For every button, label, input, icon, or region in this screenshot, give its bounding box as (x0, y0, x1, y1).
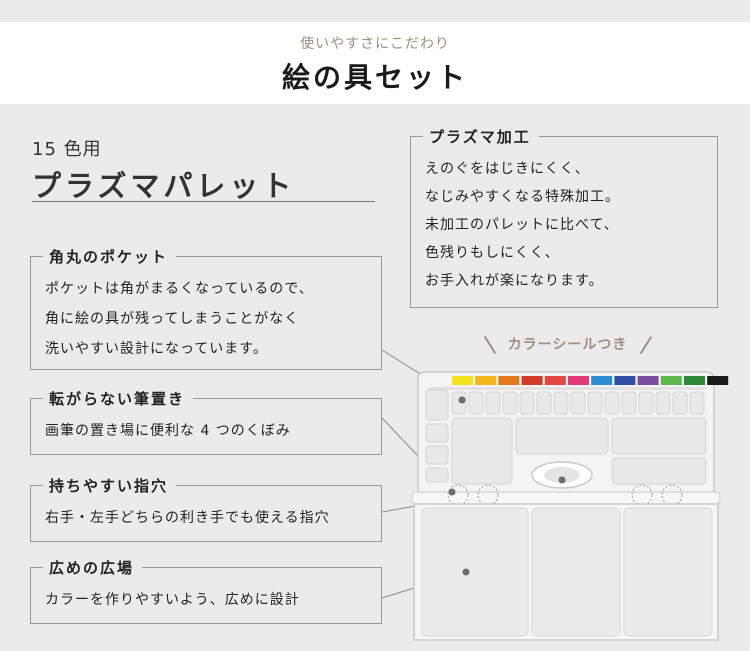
page-title: 絵の具セット (281, 61, 468, 94)
pointer-dot-pocket (458, 396, 466, 404)
color-swatch (475, 376, 497, 385)
palette-lower-half (413, 503, 719, 641)
heading-divider (32, 201, 375, 202)
brush-rest-grooves (447, 484, 683, 506)
pointer-dot-wide-area (462, 568, 470, 576)
color-swatch (591, 376, 613, 385)
color-swatches (452, 376, 729, 385)
feature-wide-area: 広めの広場 カラーを作りやすいよう、広めに設計 (30, 556, 382, 624)
color-swatch (568, 376, 589, 385)
feature-brush-rest-text: 画筆の置き場に便利な 4 つのくぼみ (45, 423, 291, 439)
paint-wells (425, 389, 707, 485)
pointer-dot-grip (558, 476, 566, 484)
feature-pocket-text: ポケットは角がまるくなっているので、 角に絵の具が残ってしまうことがなく 洗いや… (45, 281, 314, 357)
color-swatch (660, 376, 682, 385)
color-swatch (498, 376, 520, 385)
color-swatch (614, 376, 636, 385)
feature-pocket-label: 角丸のポケット (43, 245, 177, 267)
feature-plasma-text: えのぐをはじきにくく、 なじみやすくなる特殊加工。 未加工のパレットに比べて、 … (425, 161, 620, 289)
feature-brush-rest-label: 転がらない筆置き (43, 387, 194, 409)
feature-wide-area-text: カラーを作りやすいよう、広めに設計 (45, 592, 300, 608)
feature-grip: 持ちやすい指穴 右手・左手どちらの利き手でも使える指穴 (30, 474, 382, 542)
pointer-dot-brush-rest (448, 488, 456, 496)
mixing-areas (421, 507, 713, 637)
feature-plasma-label: プラズマ加工 (423, 125, 539, 147)
color-swatch (521, 376, 543, 385)
feature-plasma: プラズマ加工 えのぐをはじきにくく、 なじみやすくなる特殊加工。 未加工のパレッ… (410, 125, 718, 308)
color-swatch (684, 376, 705, 385)
feature-wide-area-label: 広めの広場 (43, 556, 143, 578)
color-seal-text: カラーシールつき (507, 337, 628, 353)
feature-brush-rest: 転がらない筆置き 画筆の置き場に便利な 4 つのくぼみ (30, 387, 382, 455)
feature-pocket: 角丸のポケット ポケットは角がまるくなっているので、 角に絵の具が残ってしまうこ… (30, 245, 382, 370)
color-seal-note: カラーシールつき (483, 332, 652, 356)
color-swatch (452, 376, 473, 385)
color-swatch (637, 376, 659, 385)
product-color-count: 15 色用 (32, 139, 102, 160)
thumb-hole-inner (544, 467, 580, 483)
palette-upper-half (417, 371, 729, 499)
color-swatch (707, 376, 729, 385)
feature-grip-text: 右手・左手どちらの利き手でも使える指穴 (45, 510, 330, 526)
color-swatch (544, 376, 566, 385)
product-name: プラズマパレット (32, 169, 296, 203)
feature-grip-label: 持ちやすい指穴 (43, 474, 177, 496)
header-banner: 使いやすさにこだわり 絵の具セット (0, 22, 750, 104)
header-kicker: 使いやすさにこだわり (300, 36, 450, 52)
product-heading: 15 色用 プラズマパレット (32, 135, 375, 205)
